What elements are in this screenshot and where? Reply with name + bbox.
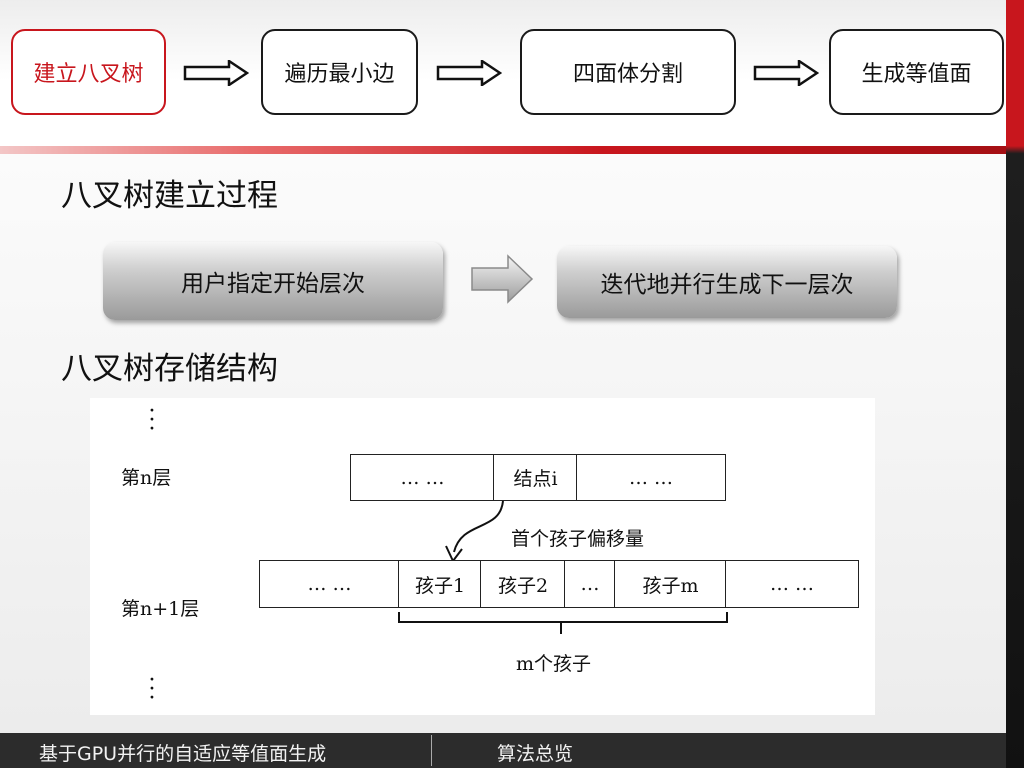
build-step-parallel-next-level: 迭代地并行生成下一层次 [557,246,897,318]
flow-step-tetrahedron-split[interactable]: 四面体分割 [520,29,736,115]
header-accent-line [0,146,1006,154]
row-n1-child-cell: 孩子2 [480,560,566,608]
flow-arrow-icon [753,60,819,86]
flow-step-traverse-min-edge[interactable]: 遍历最小边 [261,29,418,115]
storage-diagram-panel [90,398,875,715]
flow-step-build-octree[interactable]: 建立八叉树 [11,29,166,115]
footer-separator [431,735,432,766]
footer-bar: 基于GPU并行的自适应等值面生成 算法总览 [0,733,1006,768]
level-n1-label: 第n+1层 [121,598,200,620]
offset-pointer-arrow [445,500,504,563]
vertical-ellipsis-bottom: ··· [148,668,156,711]
children-brace [398,612,728,634]
row-n1-cell: … … [259,560,400,608]
build-section-title: 八叉树建立过程 [61,178,278,214]
offset-label: 首个孩子偏移量 [511,528,645,550]
vertical-ellipsis-top: ··· [148,399,156,442]
storage-section-title: 八叉树存储结构 [61,351,278,387]
row-n1-ellipsis-cell: … [564,560,616,608]
row-n1-cell: … … [725,560,859,608]
gray-arrow-icon [471,254,534,304]
footer-section-name: 算法总览 [497,743,574,765]
flow-arrow-icon [183,60,249,86]
row-n-node-cell: 结点i [493,454,578,501]
right-edge-bar [1006,0,1024,768]
row-n1-child-cell: 孩子1 [398,560,482,608]
children-count-label: m个孩子 [516,653,592,675]
row-n-cell: … … [576,454,726,501]
level-n-label: 第n层 [121,467,172,489]
flow-arrow-icon [436,60,502,86]
row-n-cell: … … [350,454,495,501]
row-n1-child-cell: 孩子m [614,560,727,608]
footer-title: 基于GPU并行的自适应等值面生成 [39,743,327,765]
flow-step-generate-isosurface[interactable]: 生成等值面 [829,29,1004,115]
build-step-user-level: 用户指定开始层次 [103,242,443,320]
